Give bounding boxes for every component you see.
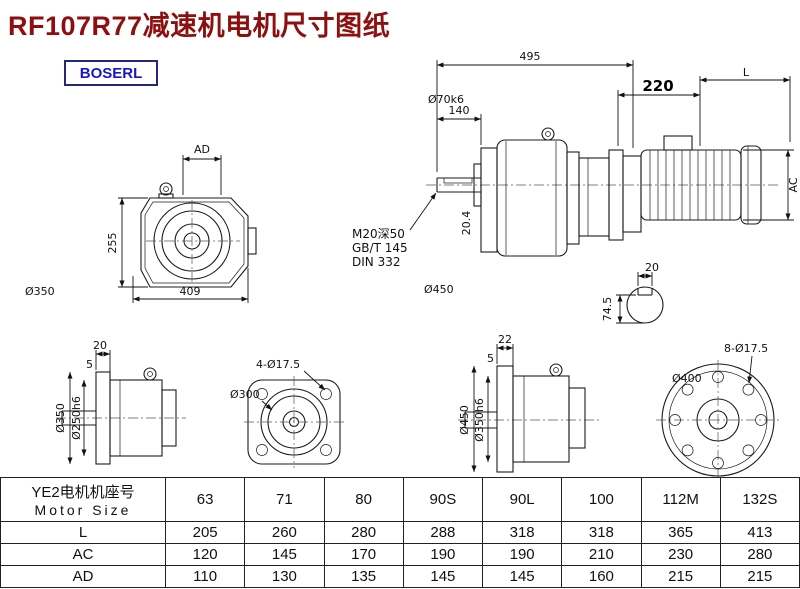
note-std-din: DIN 332 bbox=[352, 255, 400, 269]
dim-fa-od: Ø350 bbox=[54, 403, 67, 433]
dim-side-ac: AC bbox=[787, 177, 800, 192]
dim-front-409: 409 bbox=[180, 285, 201, 298]
table-cell: 120 bbox=[164, 543, 246, 566]
table-cell: 260 bbox=[244, 521, 325, 544]
spec-table: YE2电机机座号 Motor Size 63 71 80 90S 90L 100… bbox=[0, 477, 800, 588]
dim-fc-22: 22 bbox=[498, 333, 512, 346]
table-row-AC: AC 120 145 170 190 190 210 230 280 bbox=[0, 543, 800, 566]
dim-fd-od: Ø400 bbox=[672, 372, 702, 385]
view-flange-front-square: 4-Ø17.5 Ø300 bbox=[230, 358, 344, 468]
table-cell: 190 bbox=[481, 543, 563, 566]
dim-fc-od: Ø450 bbox=[458, 405, 471, 435]
table-cell: 145 bbox=[481, 565, 563, 588]
view-flange-front-round: Ø400 8-Ø17.5 bbox=[656, 342, 780, 477]
col-header-size: 63 bbox=[164, 477, 246, 522]
dim-fb-od: Ø300 bbox=[230, 388, 260, 401]
col-header-size: 80 bbox=[323, 477, 404, 522]
view-flange-side-small: 20 5 Ø350 Ø250h6 bbox=[54, 339, 186, 465]
table-cell: 413 bbox=[719, 521, 800, 544]
dim-front-255: 255 bbox=[106, 233, 119, 254]
dim-front-od: Ø350 bbox=[25, 285, 55, 298]
table-cell: 210 bbox=[561, 543, 642, 566]
note-std-gbt: GB/T 145 bbox=[352, 241, 408, 255]
col-header-size: 90S bbox=[402, 477, 484, 522]
motor-size-label-en: Motor Size bbox=[34, 502, 132, 518]
table-cell: 280 bbox=[323, 521, 404, 544]
table-cell: 365 bbox=[640, 521, 721, 544]
dim-side-140: 140 bbox=[449, 104, 470, 117]
dim-side-204: 20.4 bbox=[460, 211, 473, 236]
row-label: AC bbox=[0, 543, 166, 566]
view-gearmotor-side: 495 140 Ø70k6 M20深50 GB/T 145 DIN 332 Ø4… bbox=[352, 50, 800, 324]
table-header-row: YE2电机机座号 Motor Size 63 71 80 90S 90L 100… bbox=[0, 477, 800, 522]
drawing-canvas: AD 255 409 Ø350 bbox=[25, 50, 800, 477]
dim-side-L: L bbox=[743, 66, 750, 79]
dim-side-220: 220 bbox=[642, 77, 673, 95]
row-label: L bbox=[0, 521, 166, 544]
dim-fa-pilot: Ø250h6 bbox=[70, 396, 83, 440]
col-header-size: 71 bbox=[244, 477, 325, 522]
dim-fc-pilot: Ø350h6 bbox=[473, 398, 486, 442]
dim-side-450: Ø450 bbox=[424, 283, 454, 296]
table-cell: 280 bbox=[719, 543, 800, 566]
table-cell: 318 bbox=[481, 521, 563, 544]
table-cell: 215 bbox=[719, 565, 800, 588]
table-cell: 135 bbox=[323, 565, 404, 588]
table-row-AD: AD 110 130 135 145 145 160 215 215 bbox=[0, 565, 800, 588]
dim-side-shaft-dia: Ø70k6 bbox=[428, 93, 464, 106]
table-cell: 190 bbox=[402, 543, 484, 566]
brand-logo: BOSERL bbox=[64, 60, 158, 86]
table-cell: 318 bbox=[561, 521, 642, 544]
motor-size-label-cn: YE2电机机座号 bbox=[31, 484, 135, 501]
page-title: RF107R77减速机电机尺寸图纸 bbox=[8, 11, 391, 41]
view-flange-side-large: 22 5 Ø450 Ø350h6 bbox=[458, 333, 600, 473]
table-cell: 215 bbox=[640, 565, 721, 588]
dim-fa-5: 5 bbox=[86, 358, 93, 371]
col-header-size: 100 bbox=[561, 477, 642, 522]
dim-fd-holes: 8-Ø17.5 bbox=[724, 342, 768, 355]
row-label: AD bbox=[0, 565, 166, 588]
table-row-L: L 205 260 280 288 318 318 365 413 bbox=[0, 521, 800, 544]
col-header-size: 90L bbox=[481, 477, 563, 522]
dim-key-20: 20 bbox=[645, 261, 659, 274]
table-cell: 130 bbox=[244, 565, 325, 588]
table-cell: 170 bbox=[323, 543, 404, 566]
table-cell: 205 bbox=[164, 521, 246, 544]
col-header-size: 112M bbox=[640, 477, 721, 522]
dim-fc-5: 5 bbox=[487, 352, 494, 365]
dim-front-ad: AD bbox=[194, 143, 210, 156]
col-header-size: 132S bbox=[719, 477, 800, 522]
table-cell: 110 bbox=[164, 565, 246, 588]
table-cell: 230 bbox=[640, 543, 721, 566]
table-cell: 145 bbox=[402, 565, 484, 588]
table-cell: 145 bbox=[244, 543, 325, 566]
note-tap: M20深50 bbox=[352, 227, 405, 241]
dim-side-495: 495 bbox=[520, 50, 541, 63]
table-cell: 288 bbox=[402, 521, 484, 544]
dim-fa-20: 20 bbox=[93, 339, 107, 352]
dim-fb-holes: 4-Ø17.5 bbox=[256, 358, 300, 371]
dim-key-745: 74.5 bbox=[601, 297, 614, 322]
table-cell: 160 bbox=[561, 565, 642, 588]
table-header-motor-size: YE2电机机座号 Motor Size bbox=[0, 477, 166, 522]
view-gearbox-front: AD 255 409 Ø350 bbox=[25, 143, 257, 303]
